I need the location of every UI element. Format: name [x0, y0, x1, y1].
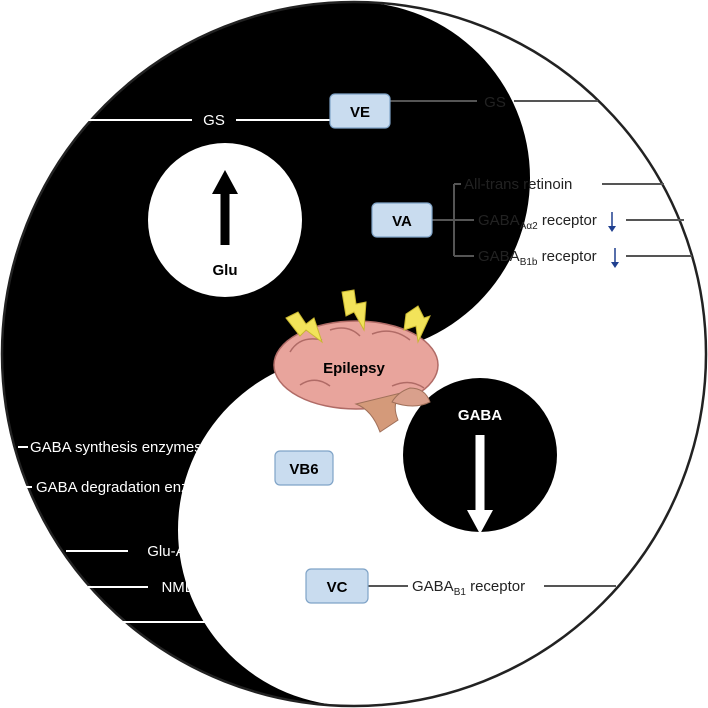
va-target-1-main: GABA	[478, 212, 520, 229]
vc-target-nmda: NMDA receptor	[161, 579, 264, 596]
va-target-gaba-b1b: GABAB1b receptor	[478, 248, 597, 268]
va-target-retinoin: All-trans retinoin	[464, 176, 572, 193]
vb6-target-degradation: GABA degradation enzymes	[36, 479, 224, 496]
vc-target-gaba-b1: GABAB1 receptor	[412, 578, 525, 598]
epilepsy-label: Epilepsy	[323, 360, 385, 377]
glu-label: Glu	[213, 262, 238, 279]
ve-left-target: GS	[203, 112, 225, 129]
va-target-1-sub: Aα2	[520, 221, 538, 232]
ve-label: VE	[350, 104, 370, 121]
vc-target-glu-aa: Glu-AA exchange	[147, 543, 264, 560]
vc-right-main: GABA	[412, 578, 454, 595]
va-target-2-sub: B1b	[520, 257, 538, 268]
glu-dot: Glu	[148, 143, 302, 297]
down-arrow-icon	[611, 248, 619, 268]
vc-right-rest: receptor	[466, 578, 525, 595]
vc-connections: Glu-AA exchange NMDA receptor ROS GABAB1…	[66, 543, 616, 631]
ve-box: VE	[329, 93, 391, 129]
vc-label: VC	[327, 579, 348, 596]
gaba-dot: GABA	[403, 378, 557, 534]
lightning-icon	[285, 311, 323, 344]
vb6-label: VB6	[289, 461, 318, 478]
va-connections: All-trans retinoin GABAAα2 receptor GABA…	[432, 176, 692, 268]
brain-icon: Epilepsy	[273, 320, 439, 433]
va-target-gaba-a-alpha2: GABAAα2 receptor	[478, 212, 597, 232]
vb6-box: VB6	[274, 450, 334, 486]
vc-right-sub: B1	[454, 587, 467, 598]
vb6-target-synthesis: GABA synthesis enzymes	[30, 439, 202, 456]
va-target-2-rest: receptor	[537, 248, 596, 265]
ve-right-target: GS	[484, 94, 506, 111]
va-target-2-main: GABA	[478, 248, 520, 265]
yin-black-region	[2, 2, 530, 706]
ve-connections: GS GS	[88, 94, 598, 129]
vc-box: VC	[305, 568, 369, 604]
lightning-icon	[403, 305, 431, 344]
lightning-icon	[341, 289, 367, 332]
va-box: VA	[371, 202, 433, 238]
down-arrow-icon	[608, 212, 616, 232]
va-label: VA	[392, 213, 412, 230]
vb6-connections: GABA synthesis enzymes GABA degradation …	[18, 439, 275, 496]
va-target-1-rest: receptor	[538, 212, 597, 229]
vc-target-ros: ROS	[231, 614, 264, 631]
gaba-label: GABA	[458, 407, 502, 424]
